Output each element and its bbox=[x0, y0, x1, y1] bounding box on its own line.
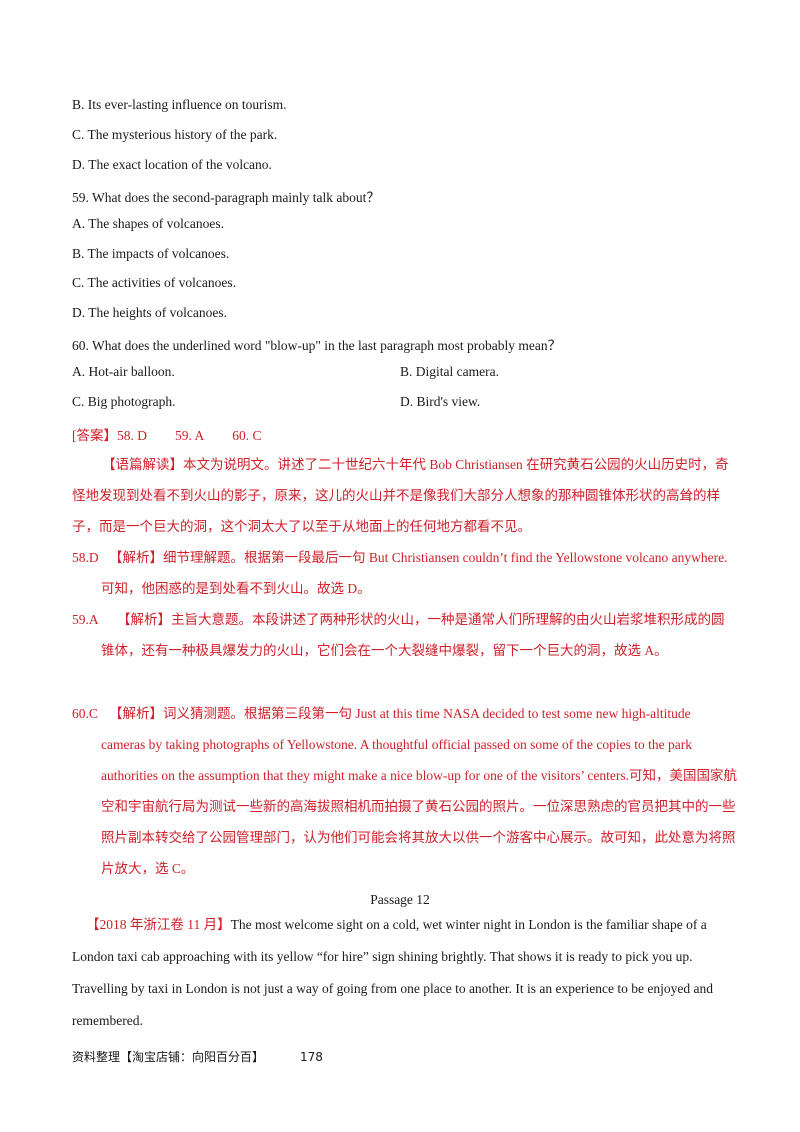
footer: 资料整理【淘宝店铺：向阳百分百】 178 bbox=[72, 1048, 323, 1065]
analysis-58: 【解析】细节理解题。根据第一段最后一句 But Christiansen cou… bbox=[101, 542, 737, 604]
passage-body: The most welcome sight on a cold, wet wi… bbox=[72, 917, 713, 1028]
analysis-58-text: 细节理解题。根据第一段最后一句 But Christiansen couldn’… bbox=[101, 550, 728, 596]
answer-label: [答案】 bbox=[72, 428, 117, 443]
option-60-a: A. Hot-air balloon. bbox=[72, 364, 175, 379]
option-59-c: C. The activities of volcanoes. bbox=[72, 275, 236, 290]
option-58-d: D. The exact location of the volcano. bbox=[72, 157, 272, 172]
analysis-59-tag: 【解析】 bbox=[117, 612, 171, 627]
analysis-60-tag: 【解析】 bbox=[109, 706, 163, 721]
option-60-c: C. Big photograph. bbox=[72, 394, 176, 409]
passage-title: Passage 12 bbox=[370, 892, 430, 907]
footer-text: 资料整理【淘宝店铺：向阳百分百】 bbox=[72, 1050, 265, 1064]
option-58-c: C. The mysterious history of the park. bbox=[72, 127, 278, 142]
analysis-60-number: 60.C bbox=[72, 706, 98, 721]
option-59-d: D. The heights of volcanoes. bbox=[72, 305, 227, 320]
analysis-59-text: 主旨大意题。本段讲述了两种形状的火山，一种是通常人们所理解的由火山岩浆堆积形成的… bbox=[101, 612, 725, 658]
answer-58: 58. D bbox=[117, 428, 147, 443]
analysis-59-number: 59.A bbox=[72, 612, 99, 627]
answer-line: [答案】58. D 59. A 60. C bbox=[72, 424, 262, 444]
analysis-intro-tag: 【语篇解读】 bbox=[102, 457, 183, 472]
answer-59: 59. A bbox=[175, 428, 205, 443]
analysis-60: 【解析】词义猜测题。根据第三段第一句 Just at this time NAS… bbox=[101, 698, 737, 884]
analysis-intro: 【语篇解读】本文为说明文。讲述了二十世纪六十年代 Bob Christianse… bbox=[72, 449, 736, 542]
question-59-stem: 59. What does the second-paragraph mainl… bbox=[72, 190, 380, 205]
analysis-60-text: 词义猜测题。根据第三段第一句 Just at this time NASA de… bbox=[101, 706, 737, 876]
answer-60: 60. C bbox=[232, 428, 262, 443]
passage-source-tag: 【2018 年浙江卷 11 月】 bbox=[86, 917, 231, 932]
page-number: 178 bbox=[300, 1050, 323, 1064]
analysis-59: 【解析】主旨大意题。本段讲述了两种形状的火山，一种是通常人们所理解的由火山岩浆堆… bbox=[101, 604, 737, 666]
question-60-stem: 60. What does the underlined word "blow-… bbox=[72, 338, 562, 353]
analysis-intro-text: 本文为说明文。讲述了二十世纪六十年代 Bob Christiansen 在研究黄… bbox=[72, 457, 729, 534]
analysis-58-number: 58.D bbox=[72, 550, 99, 565]
option-58-b: B. Its ever-lasting influence on tourism… bbox=[72, 97, 287, 112]
option-59-a: A. The shapes of volcanoes. bbox=[72, 216, 224, 231]
option-60-d: D. Bird's view. bbox=[400, 394, 481, 409]
analysis-58-tag: 【解析】 bbox=[109, 550, 163, 565]
option-59-b: B. The impacts of volcanoes. bbox=[72, 246, 230, 261]
passage-text: 【2018 年浙江卷 11 月】The most welcome sight o… bbox=[72, 909, 732, 1037]
option-60-b: B. Digital camera. bbox=[400, 364, 499, 379]
